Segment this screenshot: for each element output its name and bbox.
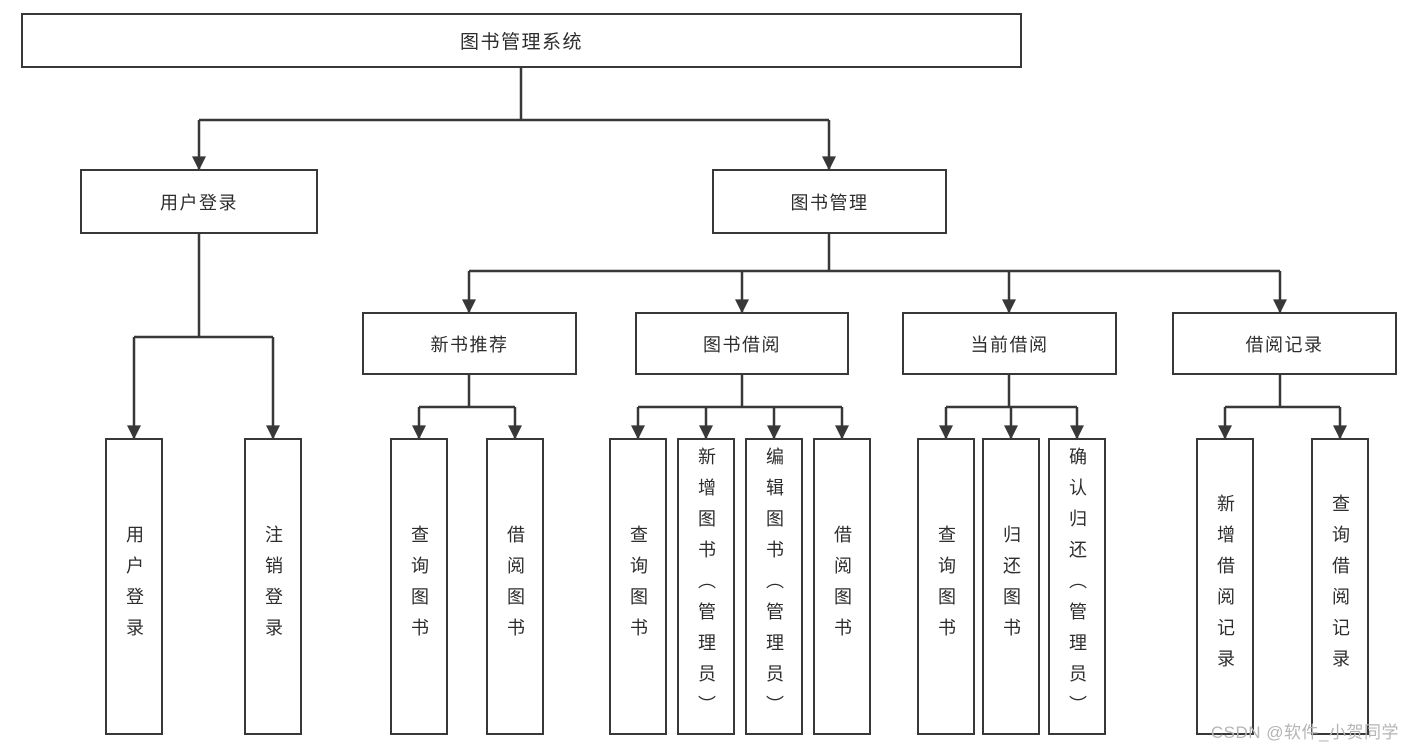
node-book-borrow: 图书借阅 bbox=[635, 312, 849, 375]
leaf-add-borrow-record: 新增借阅记录 bbox=[1196, 438, 1254, 735]
node-root-label: 图书管理系统 bbox=[459, 32, 583, 53]
node-current-borrow: 当前借阅 bbox=[902, 312, 1117, 375]
leaf-edit-book-admin-label: 编辑图书（管理员） bbox=[764, 447, 784, 726]
leaf-user-login-label: 用户登录 bbox=[124, 524, 144, 649]
watermark-text: CSDN @软件_小贺同学 bbox=[1210, 723, 1399, 742]
leaf-borrow-books-recommend: 借阅图书 bbox=[486, 438, 544, 735]
leaf-add-book-admin-label: 新增图书（管理员） bbox=[696, 447, 716, 726]
leaf-query-borrow-record-label: 查询借阅记录 bbox=[1330, 493, 1350, 680]
node-new-book-recommend-label: 新书推荐 bbox=[430, 334, 509, 355]
node-current-borrow-label: 当前借阅 bbox=[970, 334, 1049, 355]
node-new-book-recommend: 新书推荐 bbox=[362, 312, 577, 375]
node-book-borrow-label: 图书借阅 bbox=[703, 334, 781, 355]
leaf-add-book-admin: 新增图书（管理员） bbox=[677, 438, 735, 735]
leaf-confirm-return-admin: 确认归还（管理员） bbox=[1048, 438, 1106, 735]
node-borrow-records-label: 借阅记录 bbox=[1245, 334, 1324, 355]
leaf-query-books-current-label: 查询图书 bbox=[936, 524, 956, 649]
leaf-query-books-borrow: 查询图书 bbox=[609, 438, 667, 735]
leaf-logout-label: 注销登录 bbox=[263, 524, 283, 649]
leaf-user-login: 用户登录 bbox=[105, 438, 163, 735]
node-borrow-records: 借阅记录 bbox=[1172, 312, 1397, 375]
leaf-borrow-books-label: 借阅图书 bbox=[832, 524, 852, 649]
leaf-query-books-recommend-label: 查询图书 bbox=[409, 524, 429, 649]
leaf-edit-book-admin: 编辑图书（管理员） bbox=[745, 438, 803, 735]
leaf-borrow-books: 借阅图书 bbox=[813, 438, 871, 735]
leaf-add-borrow-record-label: 新增借阅记录 bbox=[1215, 493, 1235, 680]
node-user-login: 用户登录 bbox=[80, 169, 318, 234]
leaf-query-books-borrow-label: 查询图书 bbox=[628, 524, 648, 649]
node-user-login-label: 用户登录 bbox=[160, 192, 238, 213]
node-book-management: 图书管理 bbox=[712, 169, 947, 234]
leaf-query-books-recommend: 查询图书 bbox=[390, 438, 448, 735]
leaf-borrow-books-recommend-label: 借阅图书 bbox=[505, 524, 525, 649]
leaf-return-books-label: 归还图书 bbox=[1001, 524, 1021, 649]
node-book-management-label: 图书管理 bbox=[790, 192, 869, 213]
node-root: 图书管理系统 bbox=[21, 13, 1022, 68]
leaf-logout: 注销登录 bbox=[244, 438, 302, 735]
leaf-confirm-return-admin-label: 确认归还（管理员） bbox=[1067, 447, 1087, 726]
leaf-query-borrow-record: 查询借阅记录 bbox=[1311, 438, 1369, 735]
leaf-return-books: 归还图书 bbox=[982, 438, 1040, 735]
leaf-query-books-current: 查询图书 bbox=[917, 438, 975, 735]
